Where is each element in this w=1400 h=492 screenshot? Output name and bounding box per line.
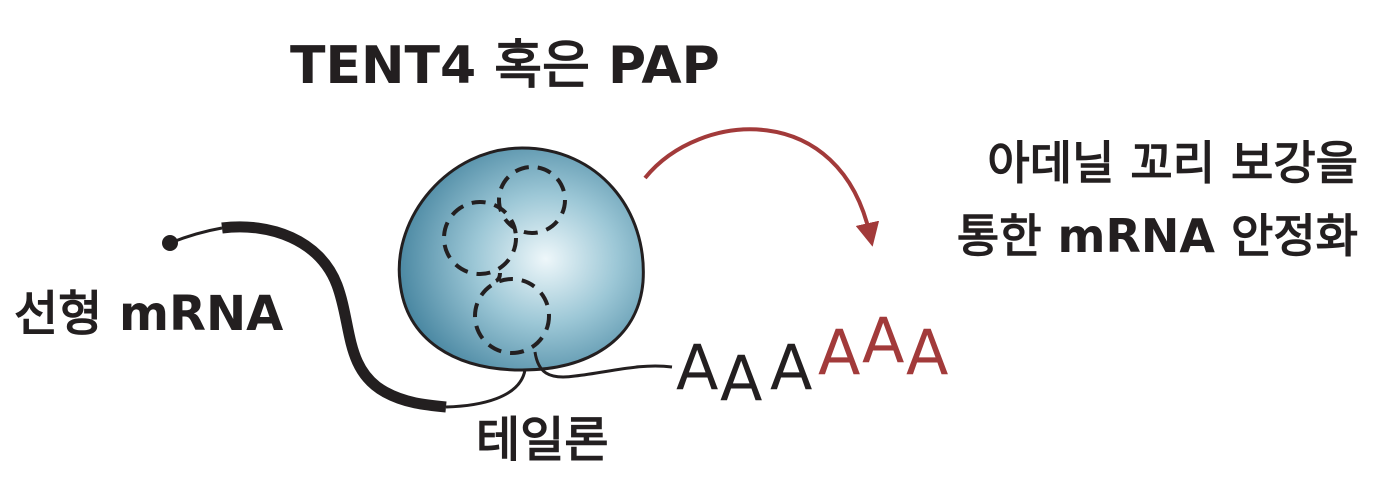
internal-loop-link	[495, 272, 502, 283]
internal-loop-bottom	[473, 277, 551, 355]
result-label-line2: 통한 mRNA 안정화	[956, 209, 1358, 263]
polya-red-a-1: A	[818, 316, 861, 389]
mrna-tail-connector	[445, 369, 527, 409]
internal-loop-middle	[442, 200, 518, 276]
mrna-thick-segment	[221, 221, 447, 413]
result-label-line1: 아데닐 꼬리 보강을	[987, 136, 1358, 190]
mrna-thin-segment	[169, 226, 223, 245]
enzyme-body	[397, 146, 645, 372]
linear-mrna-label: 선형 mRNA	[14, 286, 284, 342]
tail-strand	[533, 351, 673, 379]
tail-label: 테일론	[476, 412, 609, 468]
polya-red-a-3: A	[906, 316, 949, 389]
polya-black-a-1: A	[676, 331, 719, 404]
enzyme-label: TENT4 혹은 PAP	[290, 36, 720, 96]
polya-black-a-2: A	[720, 342, 763, 415]
internal-loop-top	[497, 165, 567, 235]
polya-red-a-2: A	[862, 304, 905, 377]
linear-mrna-strand	[162, 221, 527, 413]
addition-arrow	[643, 127, 880, 247]
tent4-pap-enzyme	[397, 146, 645, 372]
polya-black-a-3: A	[770, 331, 813, 404]
